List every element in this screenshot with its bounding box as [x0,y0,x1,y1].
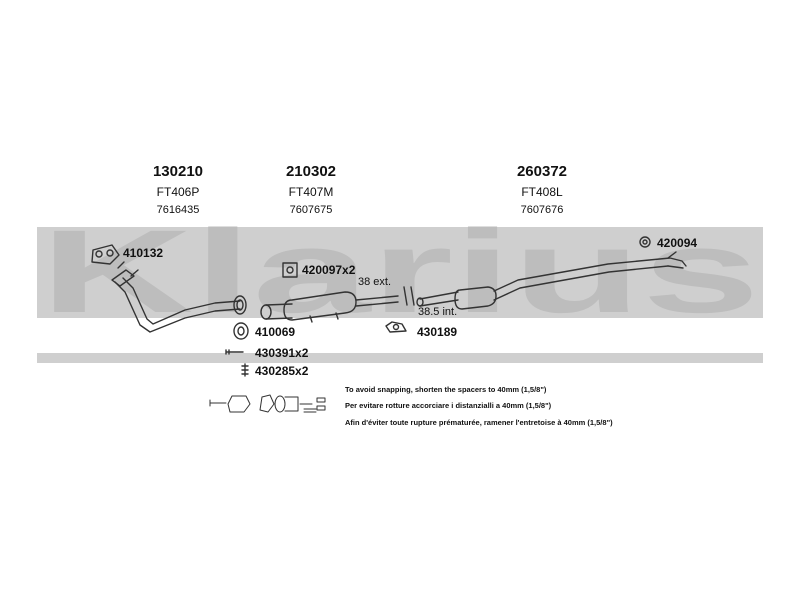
label-spring: 430285x2 [255,364,309,378]
rubber-mount-icon [282,262,298,278]
part-group-center-silencer: 210302 FT407M 7607675 [271,163,351,216]
pipe-clamp-icon [233,295,247,315]
part-number: 260372 [516,163,568,180]
part-number: 210302 [285,163,337,180]
label-bracket: 430189 [417,325,458,339]
part-code: FT408L [521,185,563,199]
pipe-joint-marks [403,286,415,306]
part-code: FT407M [288,185,334,199]
part-group-front-pipe: 130210 FT406P 7616435 [138,163,218,216]
oe-number: 7607676 [520,204,564,216]
center-silencer [260,291,399,323]
gasket-icon [91,244,120,265]
label-gasket: 410132 [123,246,164,260]
label-bolt: 430391x2 [255,346,309,360]
note-italian: Per evitare rotture accorciare i distanz… [345,401,552,410]
front-pipe [111,261,244,333]
clamp-ring-icon [233,322,249,340]
label-mount-rear: 420094 [657,236,698,250]
oe-number: 7607675 [289,204,333,216]
dimension-int: 38.5 int. [418,306,458,318]
rear-mount-icon [639,236,651,248]
spacer-fitting-detail [209,394,326,413]
note-french: Afin d'éviter toute rupture prématurée, … [345,418,613,427]
svg-text:Klarius: Klarius [40,206,760,338]
label-mount-front: 420097x2 [302,263,356,277]
part-number: 130210 [152,163,204,180]
oe-number: 7616435 [156,204,200,216]
part-code: FT406P [156,185,200,199]
part-group-rear-silencer: 260372 FT408L 7607676 [502,163,582,216]
bolt-icon [225,349,244,355]
spring-icon [241,363,249,377]
label-clamp-ring: 410069 [255,325,296,339]
rear-silencer [416,251,687,310]
note-english: To avoid snapping, shorten the spacers t… [345,385,547,394]
dimension-ext: 38 ext. [358,276,392,288]
hanger-bracket-icon [385,321,407,333]
